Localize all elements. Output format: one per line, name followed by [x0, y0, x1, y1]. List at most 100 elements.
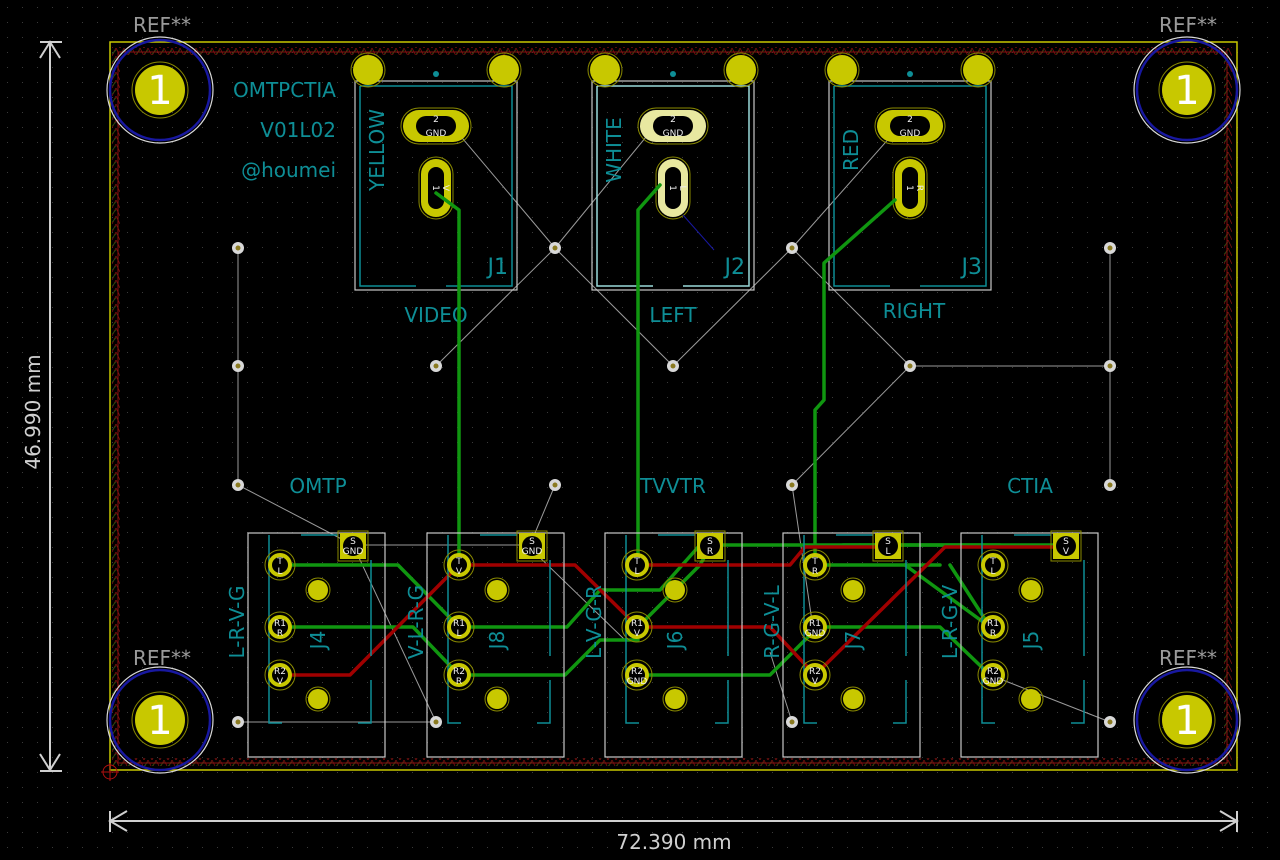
trrs-mount-pad[interactable]: [487, 580, 507, 600]
trrs-pad-name: R2: [453, 667, 465, 677]
test-point[interactable]: [549, 479, 561, 491]
rca-mount-pad[interactable]: [590, 55, 620, 85]
test-point[interactable]: [786, 716, 798, 728]
trrs-mount-pad[interactable]: [665, 580, 685, 600]
mount-hole[interactable]: 1: [106, 666, 214, 774]
trrs-pad-name: S: [885, 537, 891, 547]
width-dimension[interactable]: 72.390 mm: [108, 810, 1239, 854]
trrs-mount-pad[interactable]: [1021, 689, 1041, 709]
test-point[interactable]: [1104, 242, 1116, 254]
rca-pad1-number: 1: [667, 185, 677, 191]
trrs-pad-name: T: [989, 557, 996, 567]
rca-pad2-number: 2: [433, 115, 439, 125]
trrs-pinout-label: L-V-G-R: [582, 585, 606, 659]
trrs-pad-net: R: [277, 629, 283, 639]
trrs-mount-pad[interactable]: [665, 689, 685, 709]
trrs-ref: J5: [1019, 631, 1043, 652]
height-dimension[interactable]: 46.990 mm: [21, 40, 62, 772]
test-point[interactable]: [232, 716, 244, 728]
test-point[interactable]: [430, 360, 442, 372]
rca-pad2-net: GND: [663, 129, 684, 139]
test-point[interactable]: [786, 479, 798, 491]
test-point[interactable]: [549, 242, 561, 254]
rca-mount-pad[interactable]: [827, 55, 857, 85]
trrs-pad-name: T: [811, 557, 818, 567]
trrs-mount-pad[interactable]: [843, 580, 863, 600]
board-keepout: [112, 47, 1232, 766]
test-point[interactable]: [232, 360, 244, 372]
mount-hole-ref: REF**: [1159, 13, 1217, 37]
board-outline[interactable]: [109, 41, 1238, 771]
rca-ref: J2: [723, 255, 746, 280]
test-point[interactable]: [1104, 360, 1116, 372]
trrs-mount-pad[interactable]: [843, 689, 863, 709]
pin1-marker-icon: [433, 71, 439, 77]
trrs-mount-pad[interactable]: [308, 689, 328, 709]
test-point[interactable]: [430, 716, 442, 728]
trrs-pad-net: R: [812, 567, 818, 577]
rca-mount-pad[interactable]: [489, 55, 519, 85]
rca-mount-pad[interactable]: [353, 55, 383, 85]
mount-hole-ref: REF**: [1159, 646, 1217, 670]
rca-mount-pad[interactable]: [963, 55, 993, 85]
test-point[interactable]: [1104, 716, 1116, 728]
trrs-pad-net: GND: [522, 547, 543, 557]
trrs-pad-net: V: [634, 629, 641, 639]
mount-hole[interactable]: 1: [106, 36, 214, 144]
mount-hole-pad-number: 1: [147, 698, 172, 744]
trrs-ref: J7: [841, 631, 865, 652]
trrs-pad-net: R: [707, 547, 713, 557]
trrs-pinout-label: R-G-V-L: [760, 584, 784, 658]
board-version: V01L02: [260, 118, 336, 142]
mount-hole-pad-number: 1: [1174, 698, 1199, 744]
ratsnest: [237, 125, 1111, 723]
rca-pad1-net: V: [440, 185, 450, 192]
test-point[interactable]: [904, 360, 916, 372]
rca-function-label: RIGHT: [883, 299, 946, 323]
board-author: @houmei: [241, 158, 336, 182]
trrs-pad-net: V: [456, 567, 463, 577]
trrs-mount-pad[interactable]: [1021, 580, 1041, 600]
trrs-pad-name: R2: [274, 667, 286, 677]
selected-airwire: [682, 214, 715, 251]
origin-marker-icon: [101, 763, 119, 781]
rca-color-label: RED: [839, 129, 863, 171]
test-point[interactable]: [1104, 479, 1116, 491]
trrs-pad-name: T: [276, 557, 283, 567]
trrs-pad-net: L: [990, 567, 995, 577]
trrs-pad-name: R2: [987, 667, 999, 677]
rca-pad1-number: 1: [904, 185, 914, 191]
mount-hole[interactable]: 1: [1133, 36, 1241, 144]
trrs-pad-name: S: [1063, 537, 1069, 547]
trrs-pad-name: S: [707, 537, 713, 547]
test-point[interactable]: [667, 360, 679, 372]
mount-hole-pad-number: 1: [147, 68, 172, 114]
height-dimension-label: 46.990 mm: [21, 354, 45, 469]
trrs-pad-net: V: [1063, 547, 1070, 557]
test-point[interactable]: [232, 479, 244, 491]
rca-function-label: VIDEO: [404, 303, 467, 327]
trrs-mount-pad[interactable]: [487, 689, 507, 709]
trrs-pad-name: R1: [453, 619, 465, 629]
trrs-ref: J6: [663, 631, 687, 652]
pin1-marker-icon: [907, 71, 913, 77]
trrs-pad-name: R1: [987, 619, 999, 629]
trrs-mount-pad[interactable]: [308, 580, 328, 600]
test-point[interactable]: [786, 242, 798, 254]
rca-color-label: YELLOW: [365, 109, 389, 192]
rca-pad2-net: GND: [426, 129, 447, 139]
trrs-pad-net: GND: [343, 547, 364, 557]
rca-mount-pad[interactable]: [726, 55, 756, 85]
mount-hole[interactable]: 1: [1133, 666, 1241, 774]
test-point[interactable]: [232, 242, 244, 254]
trrs-pad-net: L: [634, 567, 639, 577]
